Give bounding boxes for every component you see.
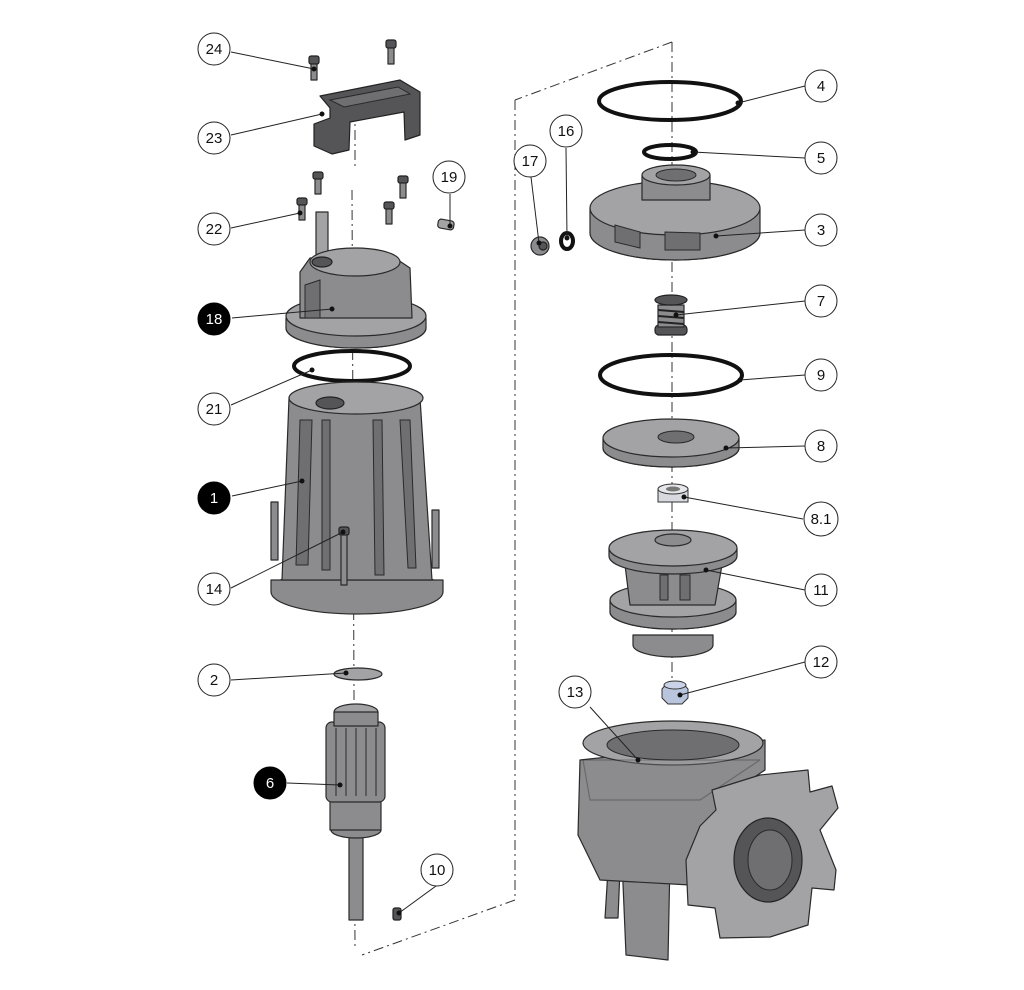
callout-19: 19 xyxy=(432,160,466,194)
callout-16-label: 16 xyxy=(558,123,575,140)
callout-11: 11 xyxy=(804,573,838,607)
callout-24: 24 xyxy=(197,32,231,66)
callout-21-label: 21 xyxy=(206,401,223,418)
callout-23: 23 xyxy=(197,121,231,155)
callout-11-label: 11 xyxy=(813,582,829,599)
callout-9-label: 9 xyxy=(817,367,825,384)
callout-17: 17 xyxy=(513,144,547,178)
callout-2-label: 2 xyxy=(210,672,218,689)
callout-8-1: 8.1 xyxy=(803,501,839,537)
part-21-o-ring xyxy=(292,349,412,383)
callout-6: 6 xyxy=(253,766,287,800)
callout-8-label: 8 xyxy=(817,438,825,455)
part-3-bearing-housing xyxy=(589,164,761,261)
part-24-screws xyxy=(308,39,397,81)
callouts: 24 23 22 19 18 21 1 14 xyxy=(197,32,839,887)
callout-23-label: 23 xyxy=(206,130,223,147)
callout-8: 8 xyxy=(804,429,838,463)
callout-4-label: 4 xyxy=(817,78,825,95)
callout-14: 14 xyxy=(197,572,231,606)
callout-10: 10 xyxy=(420,853,454,887)
callout-8-1-label: 8.1 xyxy=(811,511,832,528)
leader-lines xyxy=(230,51,806,914)
part-12-nut xyxy=(661,680,689,705)
callout-12-label: 12 xyxy=(813,654,830,671)
callout-17-label: 17 xyxy=(522,153,539,170)
callout-7: 7 xyxy=(804,284,838,318)
callout-3-label: 3 xyxy=(817,222,825,239)
callout-3: 3 xyxy=(804,213,838,247)
callout-9: 9 xyxy=(804,358,838,392)
callout-12: 12 xyxy=(804,645,838,679)
callout-24-label: 24 xyxy=(206,41,223,58)
part-23-handle xyxy=(313,79,421,155)
part-2-circlip xyxy=(333,667,383,681)
callout-4: 4 xyxy=(804,69,838,103)
part-7-mechanical-seal xyxy=(654,294,688,336)
callout-5-label: 5 xyxy=(817,150,825,167)
part-9-o-ring xyxy=(598,353,744,397)
part-17-plug xyxy=(530,236,550,256)
callout-19-label: 19 xyxy=(441,169,458,186)
part-1-motor-housing xyxy=(270,381,444,615)
callout-13-label: 13 xyxy=(567,684,584,701)
part-11-impeller xyxy=(608,529,738,658)
callout-22: 22 xyxy=(197,212,231,246)
callout-1: 1 xyxy=(197,481,231,515)
callout-13: 13 xyxy=(558,675,592,709)
callout-2: 2 xyxy=(197,663,231,697)
leader-dots xyxy=(297,66,743,916)
callout-21: 21 xyxy=(197,392,231,426)
callout-18: 18 xyxy=(197,302,231,336)
part-5-o-ring xyxy=(642,143,698,161)
callout-16: 16 xyxy=(549,114,583,148)
callout-18-label: 18 xyxy=(206,311,223,328)
callout-1-label: 1 xyxy=(210,490,218,507)
part-6-rotor xyxy=(325,703,386,921)
callout-6-label: 6 xyxy=(266,775,274,792)
part-18-motor-cover xyxy=(285,211,427,349)
part-14-bolt xyxy=(338,526,350,586)
part-13-pump-casing xyxy=(577,720,839,961)
part-8-seal-plate xyxy=(602,418,740,468)
callout-10-label: 10 xyxy=(429,862,446,879)
part-4-o-ring xyxy=(597,80,743,122)
callout-22-label: 22 xyxy=(206,221,223,238)
part-8-1-bushing xyxy=(657,483,689,503)
callout-14-label: 14 xyxy=(206,581,223,598)
callout-5: 5 xyxy=(804,141,838,175)
callout-7-label: 7 xyxy=(817,293,825,310)
